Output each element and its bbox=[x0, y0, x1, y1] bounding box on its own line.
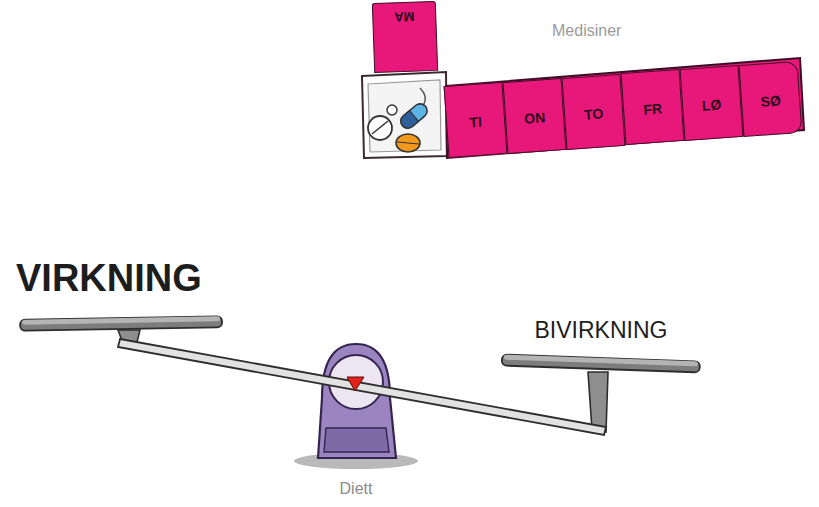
fulcrum-stand: Diett bbox=[290, 340, 422, 505]
scale-pan: VIRKNING bbox=[16, 258, 226, 336]
balance-pointer bbox=[347, 377, 364, 391]
pan-heading: VIRKNING bbox=[16, 258, 226, 300]
pan-heading: BIVIRKNING bbox=[498, 318, 704, 343]
day-label: FR bbox=[623, 100, 681, 119]
compartment-inner bbox=[368, 80, 441, 152]
capsule-half bbox=[398, 111, 418, 131]
pan-plate-top bbox=[22, 316, 220, 324]
capsule-pill bbox=[398, 101, 430, 131]
pill-score bbox=[397, 142, 419, 144]
fulcrum-base-panel bbox=[324, 428, 389, 452]
day-label: TI bbox=[446, 113, 504, 132]
fulcrum-body bbox=[318, 344, 396, 458]
pan-support bbox=[588, 372, 608, 432]
pan-plate bbox=[20, 316, 222, 331]
pill-score bbox=[372, 121, 388, 134]
pan-plate bbox=[502, 355, 700, 373]
caption-label: Diett bbox=[290, 480, 422, 498]
pan-support bbox=[118, 330, 140, 346]
day-label: MA bbox=[373, 8, 435, 24]
day-compartment: LØ bbox=[679, 65, 743, 141]
scale-pan: BIVIRKNING bbox=[498, 316, 704, 378]
day-label: LØ bbox=[682, 96, 740, 115]
day-compartment: TO bbox=[561, 74, 625, 150]
small-pill bbox=[387, 105, 397, 115]
day-compartment: SØ bbox=[738, 61, 802, 137]
fulcrum-dial bbox=[329, 355, 383, 409]
pan-plate-edge bbox=[20, 316, 222, 331]
day-label: TO bbox=[564, 105, 622, 124]
day-compartment: ON bbox=[502, 78, 566, 154]
shine-mark bbox=[420, 88, 425, 104]
white-pill bbox=[368, 116, 392, 140]
day-label: ON bbox=[505, 109, 563, 128]
capsule-body bbox=[398, 101, 430, 131]
pan-plate-top bbox=[504, 355, 698, 367]
seesaw-beam bbox=[118, 339, 606, 435]
day-compartment: TI bbox=[443, 82, 507, 158]
section-label: Medisiner bbox=[552, 22, 621, 40]
open-compartment bbox=[362, 72, 447, 158]
pan-plate-edge bbox=[502, 355, 700, 373]
lid-compartment: MA bbox=[372, 1, 438, 73]
compartment-frame bbox=[362, 72, 447, 158]
day-compartment: FR bbox=[620, 69, 684, 145]
orange-pill bbox=[396, 134, 420, 152]
day-label: SØ bbox=[741, 92, 799, 111]
